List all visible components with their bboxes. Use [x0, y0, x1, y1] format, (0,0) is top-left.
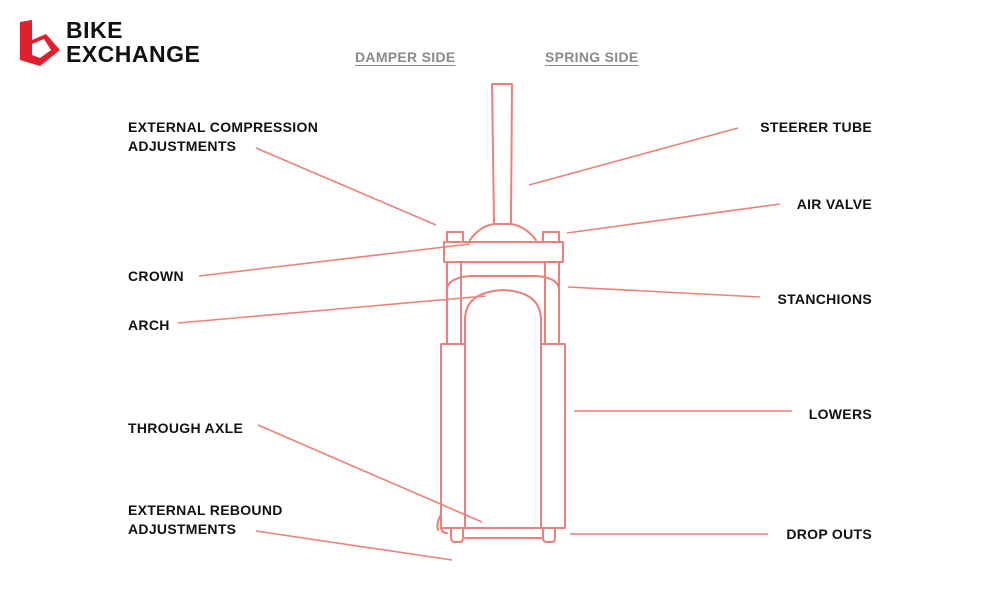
left-crown-bolt: [446, 231, 464, 243]
label-crown: CROWN: [128, 268, 184, 284]
arch-outer: [446, 275, 560, 345]
label-external-compression: EXTERNAL COMPRESSION ADJUSTMENTS: [128, 118, 318, 156]
label-drop-outs: DROP OUTS: [786, 526, 872, 542]
label-external-rebound: EXTERNAL REBOUND ADJUSTMENTS: [128, 501, 283, 539]
label-steerer-tube: STEERER TUBE: [760, 119, 872, 135]
leader-arch: [177, 295, 487, 324]
damper-side-label: DAMPER SIDE: [355, 49, 456, 65]
right-crown-bolt: [542, 231, 560, 243]
right-stanchion: [544, 261, 560, 345]
through-axle: [464, 527, 542, 539]
label-external-rebound-line2: ADJUSTMENTS: [128, 521, 237, 537]
label-lowers: LOWERS: [808, 406, 872, 422]
left-lower: [440, 343, 466, 529]
spring-side-label: SPRING SIDE: [545, 49, 639, 65]
bikeexchange-logo: BIKE EXCHANGE: [20, 18, 200, 70]
left-dropout: [450, 527, 464, 543]
right-dropout: [542, 527, 556, 543]
label-external-compression-line1: EXTERNAL COMPRESSION: [128, 119, 319, 135]
label-arch: ARCH: [128, 317, 170, 333]
label-external-rebound-line1: EXTERNAL REBOUND: [128, 502, 283, 518]
crown: [443, 241, 564, 263]
logo-wordmark: BIKE EXCHANGE: [66, 18, 200, 66]
leader-steerer-tube: [528, 127, 739, 186]
rebound-adjuster: [436, 514, 448, 534]
arch-inner: [464, 289, 542, 345]
label-through-axle: THROUGH AXLE: [128, 420, 244, 436]
logo-line-1: BIKE: [66, 17, 123, 43]
logo-line-2: EXCHANGE: [66, 41, 201, 67]
leader-through-axle: [257, 424, 483, 523]
label-stanchions: STANCHIONS: [777, 291, 872, 307]
leader-air-valve: [566, 203, 781, 234]
label-external-compression-line2: ADJUSTMENTS: [128, 138, 237, 154]
crown-top: [469, 223, 537, 241]
leader-external-compression: [255, 147, 437, 226]
label-air-valve: AIR VALVE: [796, 196, 872, 212]
steerer-tube: [491, 83, 513, 225]
bikeexchange-logo-mark-icon: [20, 20, 60, 66]
leader-stanchions: [567, 286, 761, 298]
leader-crown: [198, 243, 471, 277]
leader-external-rebound: [255, 530, 453, 561]
left-stanchion: [446, 261, 462, 345]
right-lower: [540, 343, 566, 529]
